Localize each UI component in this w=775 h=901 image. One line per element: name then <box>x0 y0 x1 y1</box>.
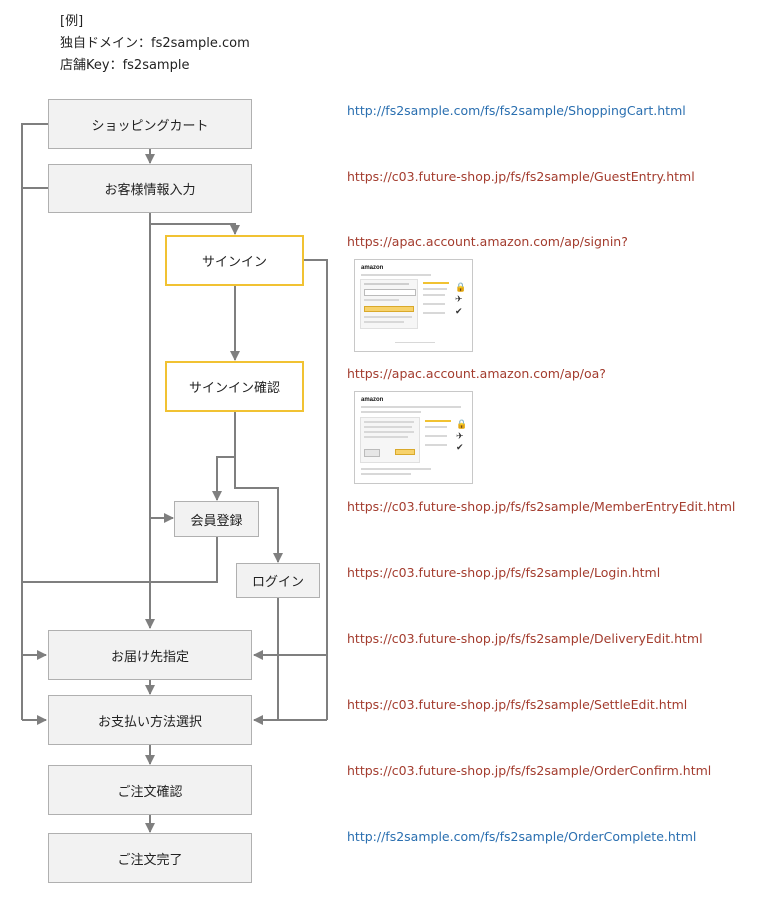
node-label: ご注文完了 <box>117 852 183 868</box>
node-label: サインイン <box>201 255 267 270</box>
arrow-confirm-to-member <box>212 412 236 501</box>
node-payment: お支払い方法選択 <box>48 695 252 745</box>
url-shopping-cart[interactable]: http://fs2sample.com/fs/fs2sample/Shoppi… <box>347 103 686 118</box>
check-icon: ✔ <box>456 443 464 453</box>
pin-icon: ✈ <box>456 432 464 442</box>
url-member-entry[interactable]: https://c03.future-shop.jp/fs/fs2sample/… <box>347 499 736 514</box>
node-login: ログイン <box>236 563 320 598</box>
member-loop <box>22 537 218 583</box>
node-amazon-signin: サインイン <box>165 235 304 286</box>
node-label: サインイン確認 <box>188 381 280 396</box>
arrow-confirm-to-login <box>234 440 283 563</box>
url-settle[interactable]: https://c03.future-shop.jp/fs/fs2sample/… <box>347 697 688 712</box>
node-label: ご注文確認 <box>117 784 183 800</box>
node-guest-entry: お客様情報入力 <box>48 164 252 213</box>
check-icon: ✔ <box>455 307 463 317</box>
node-label: ログイン <box>251 575 304 590</box>
arrow-guest-to-signin <box>150 223 240 235</box>
amazon-logo: amazon <box>361 265 384 271</box>
amazon-signin-screenshot: amazon 🔒 ✈ ✔ <box>354 259 473 352</box>
node-member-registration: 会員登録 <box>174 501 259 537</box>
lock-icon: 🔒 <box>455 283 467 293</box>
node-order-complete: ご注文完了 <box>48 833 252 883</box>
node-amazon-signin-confirm: サインイン確認 <box>165 361 304 412</box>
node-order-confirm: ご注文確認 <box>48 765 252 815</box>
url-order-complete[interactable]: http://fs2sample.com/fs/fs2sample/OrderC… <box>347 829 697 844</box>
node-label: ショッピングカート <box>91 118 209 134</box>
lock-icon: 🔒 <box>456 420 468 430</box>
node-label: 会員登録 <box>190 513 243 529</box>
amazon-logo: amazon <box>361 397 384 403</box>
node-label: お客様情報入力 <box>104 183 196 198</box>
amazon-oa-screenshot: amazon 🔒 ✈ ✔ <box>354 391 473 484</box>
signin-bypass-bus <box>303 259 328 720</box>
url-order-confirm[interactable]: https://c03.future-shop.jp/fs/fs2sample/… <box>347 763 712 778</box>
header-example: [例] <box>60 14 84 29</box>
header-store-key: 店舗Key：fs2sample <box>60 58 190 73</box>
node-label: お支払い方法選択 <box>97 714 202 730</box>
url-login[interactable]: https://c03.future-shop.jp/fs/fs2sample/… <box>347 565 661 580</box>
node-shopping-cart: ショッピングカート <box>48 99 252 149</box>
url-delivery[interactable]: https://c03.future-shop.jp/fs/fs2sample/… <box>347 631 703 646</box>
node-label: お届け先指定 <box>110 649 189 665</box>
url-amazon-signin[interactable]: https://apac.account.amazon.com/ap/signi… <box>347 234 628 249</box>
left-rail <box>21 123 48 720</box>
url-guest-entry[interactable]: https://c03.future-shop.jp/fs/fs2sample/… <box>347 169 695 184</box>
node-delivery: お届け先指定 <box>48 630 252 680</box>
header-domain: 独自ドメイン：fs2sample.com <box>60 36 250 51</box>
url-amazon-oa[interactable]: https://apac.account.amazon.com/ap/oa? <box>347 366 606 381</box>
pin-icon: ✈ <box>455 295 463 305</box>
